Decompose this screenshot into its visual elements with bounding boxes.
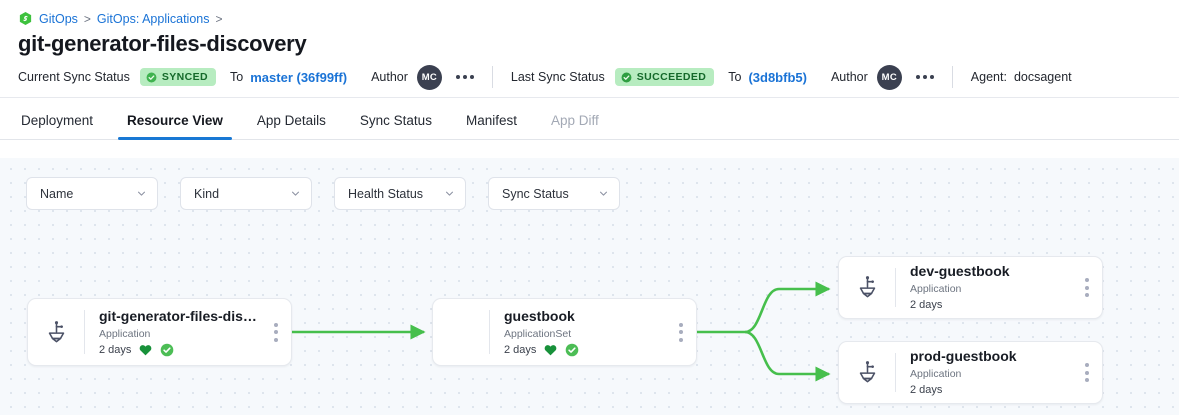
graph-node-prod-guestbook[interactable]: prod-guestbook Application 2 days (838, 341, 1103, 404)
argo-application-icon (839, 275, 895, 300)
node-meta: 2 days (504, 343, 666, 358)
node-meta: 2 days (99, 343, 261, 358)
breadcrumb-item-gitops[interactable]: GitOps (39, 11, 78, 26)
node-body: prod-guestbook Application 2 days (896, 338, 1072, 407)
tab-deployment[interactable]: Deployment (21, 113, 94, 128)
check-circle-icon (566, 343, 579, 357)
tab-resource-view[interactable]: Resource View (110, 113, 240, 140)
current-author-label: Author (371, 70, 408, 84)
node-menu-icon[interactable] (666, 322, 696, 342)
last-to-label: To (728, 70, 742, 84)
filter-kind[interactable]: Kind (180, 177, 312, 210)
node-meta: 2 days (910, 298, 1072, 313)
current-sync-status-label: Current Sync Status (18, 70, 130, 84)
last-author-label: Author (830, 70, 868, 84)
current-revision-link[interactable]: master (36f99ff) (250, 69, 348, 85)
agent-label: Agent: (970, 70, 1007, 84)
node-meta: 2 days (910, 383, 1072, 398)
agent-value: docsagent (1013, 70, 1072, 84)
current-author-avatar[interactable]: MC (416, 64, 442, 90)
last-sync-status-badge-text: SUCCEEDED (636, 71, 707, 83)
chevron-down-icon (445, 191, 454, 196)
page-title: git-generator-files-discovery (18, 31, 307, 56)
node-title: dev-guestbook (910, 263, 1010, 279)
tab-sync-status[interactable]: Sync Status (359, 113, 432, 128)
last-sync-status-label: Last Sync Status (510, 70, 605, 84)
last-author-avatar[interactable]: MC (876, 64, 902, 90)
node-kind: Application (99, 327, 151, 340)
tab-manifest[interactable]: Manifest (465, 113, 517, 128)
node-kind: Application (910, 368, 962, 380)
check-circle-icon (621, 72, 632, 82)
node-divider (84, 310, 85, 354)
node-body: git-generator-files-disco... Application… (85, 298, 261, 367)
graph-node-root[interactable]: git-generator-files-disco... Application… (27, 298, 292, 366)
breadcrumb-separator: > (215, 11, 223, 26)
filter-sync-status-label: Sync Status (502, 186, 569, 201)
node-divider (489, 310, 490, 354)
node-age: 2 days (910, 384, 943, 396)
current-sync-status-badge: SYNCED (139, 68, 217, 86)
node-age: 2 days (99, 343, 132, 356)
node-body: guestbook ApplicationSet 2 days (490, 298, 666, 367)
filter-name-label: Name (40, 186, 74, 201)
tab-app-details[interactable]: App Details (256, 113, 326, 128)
node-title: guestbook (504, 307, 575, 324)
current-to-label: To (230, 70, 244, 84)
status-divider (951, 66, 953, 88)
graph-node-guestbook[interactable]: guestbook ApplicationSet 2 days (432, 298, 697, 366)
node-age: 2 days (910, 299, 943, 311)
current-sync-status-badge-text: SYNCED (161, 71, 209, 83)
filter-sync-status[interactable]: Sync Status (488, 177, 620, 210)
node-divider (895, 268, 896, 307)
filter-name[interactable]: Name (26, 177, 158, 210)
last-sync-menu-icon[interactable] (915, 75, 934, 79)
node-menu-icon[interactable] (261, 322, 291, 342)
tab-app-diff: App Diff (550, 113, 599, 128)
tab-bar: Deployment Resource View App Details Syn… (0, 98, 1179, 140)
chevron-down-icon (137, 191, 146, 196)
node-divider (895, 353, 896, 392)
argo-application-icon (839, 360, 895, 385)
filter-health-status[interactable]: Health Status (334, 177, 466, 210)
status-divider (491, 66, 493, 88)
last-revision-link[interactable]: (3d8bfb5) (748, 69, 807, 85)
argo-application-icon (28, 320, 84, 345)
node-body: dev-guestbook Application 2 days (896, 253, 1072, 322)
last-sync-status-badge: SUCCEEDED (614, 68, 715, 86)
resource-view-canvas: Name Kind Health Status Sync Status (0, 158, 1179, 415)
node-kind: ApplicationSet (504, 327, 572, 340)
chevron-down-icon (599, 191, 608, 196)
node-title: git-generator-files-disco... (99, 307, 261, 324)
check-circle-icon (161, 343, 174, 357)
node-menu-icon[interactable] (1072, 278, 1102, 297)
filter-kind-label: Kind (194, 186, 220, 201)
node-kind: Application (910, 283, 962, 295)
chevron-down-icon (291, 191, 300, 196)
node-title: prod-guestbook (910, 348, 1017, 364)
heart-icon (545, 345, 557, 356)
argo-hexagon-icon (19, 12, 32, 25)
check-circle-icon (146, 72, 157, 82)
breadcrumb-item-gitops-applications[interactable]: GitOps: Applications (96, 11, 210, 26)
breadcrumb-separator: > (83, 11, 91, 26)
current-sync-menu-icon[interactable] (455, 75, 474, 79)
filter-health-status-label: Health Status (348, 186, 424, 201)
heart-icon (140, 345, 152, 356)
status-bar: Current Sync Status SYNCED To master (36… (0, 57, 1179, 98)
node-age: 2 days (504, 343, 537, 356)
node-menu-icon[interactable] (1072, 363, 1102, 382)
breadcrumb: GitOps > GitOps: Applications > (0, 0, 1179, 26)
graph-node-dev-guestbook[interactable]: dev-guestbook Application 2 days (838, 256, 1103, 319)
filter-bar: Name Kind Health Status Sync Status (26, 177, 620, 210)
